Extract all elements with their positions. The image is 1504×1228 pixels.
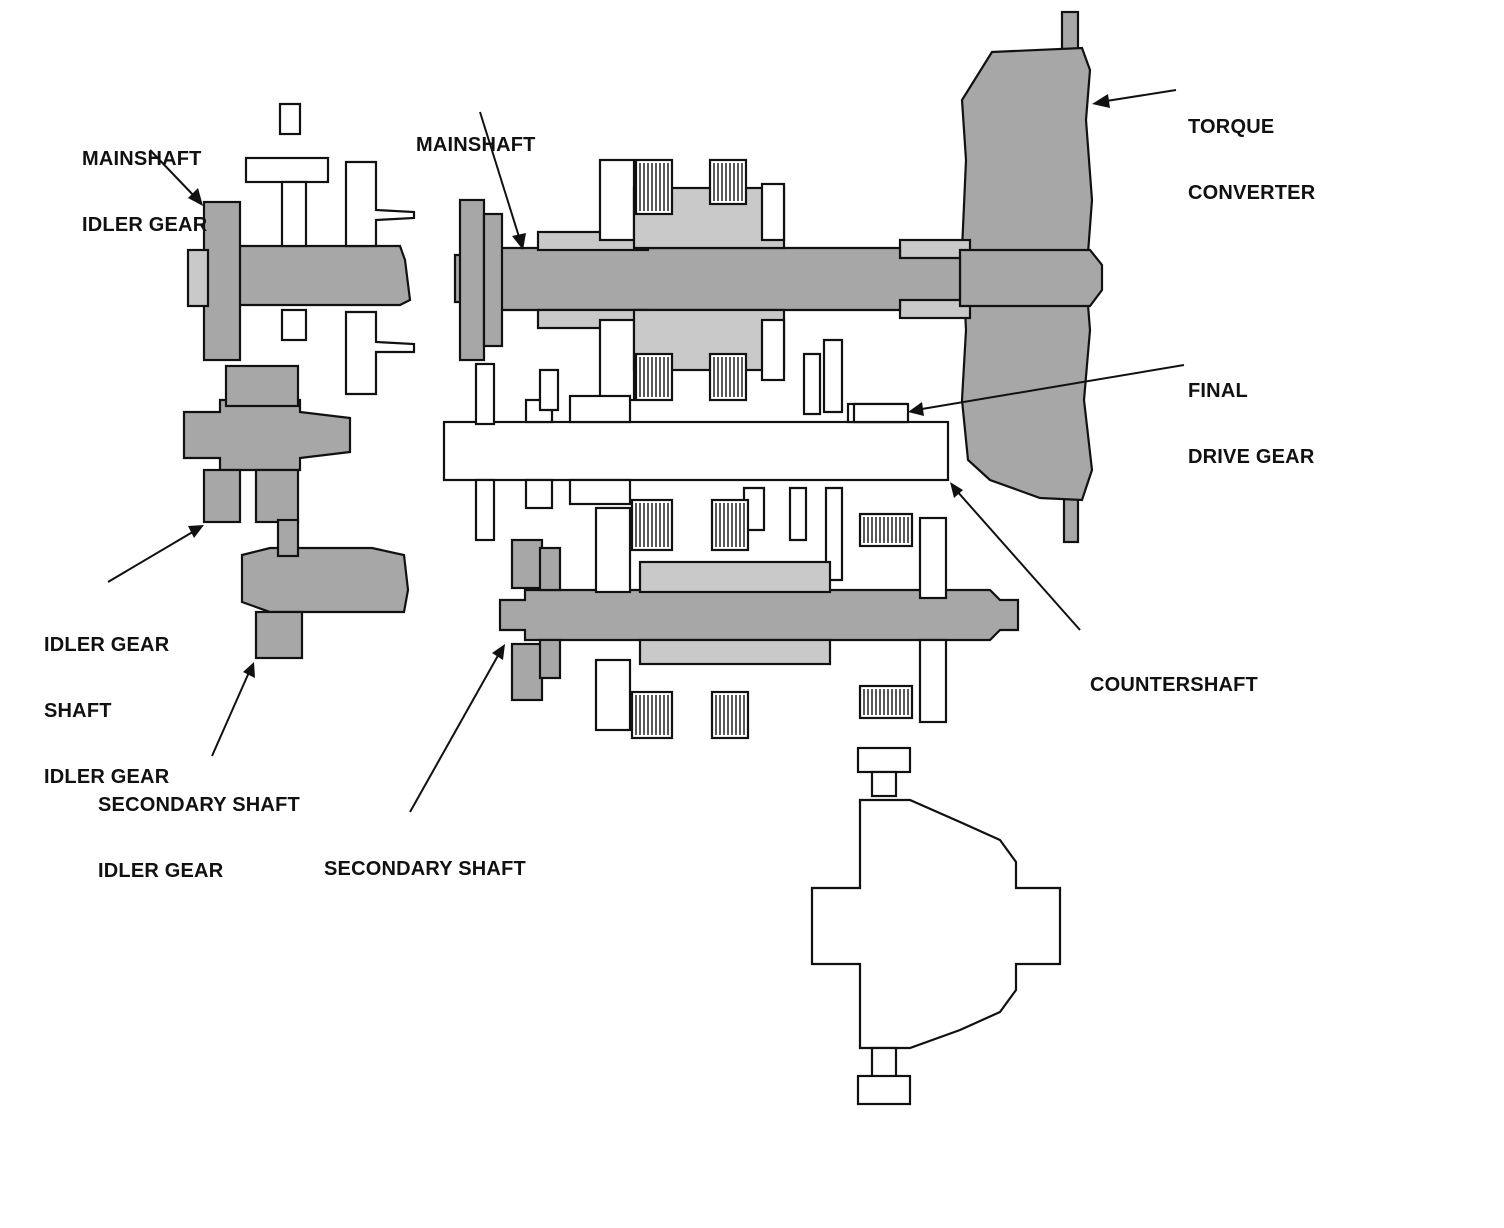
label-idler-gear-shaft-idler-gear: IDLER GEAR SHAFT IDLER GEAR	[44, 634, 170, 788]
label-secondary-shaft-idler-gear: SECONDARY SHAFT IDLER GEAR	[98, 794, 300, 882]
label-mainshaft: MAINSHAFT	[416, 134, 536, 156]
mainshaft-clutch-pack-4	[708, 352, 748, 402]
countershaft-clutch-packs	[630, 498, 914, 552]
secondary-shaft-idler-gear	[240, 518, 410, 660]
countershaft-clutch-pack-2	[710, 498, 750, 552]
leader-arrows	[107, 89, 1185, 813]
final-drive-gear	[852, 402, 910, 424]
secondary-shaft-clutch-pack-2	[710, 690, 750, 740]
secondary-shaft	[498, 506, 1020, 732]
label-final-drive-gear: FINAL DRIVE GEAR	[1188, 380, 1315, 468]
mainshaft-idler-gear	[186, 200, 412, 362]
label-mainshaft-idler-gear: MAINSHAFT IDLER GEAR	[82, 148, 208, 236]
label-torque-converter: TORQUE CONVERTER	[1188, 116, 1316, 204]
countershaft	[442, 338, 950, 582]
secondary-shaft-clutch-packs	[630, 684, 914, 740]
mainshaft-clutch-pack-2	[708, 158, 748, 206]
mainshaft	[453, 158, 962, 402]
mainshaft-clutch-pack-1	[634, 158, 674, 216]
label-countershaft: COUNTERSHAFT	[1090, 674, 1258, 696]
differential-assembly	[810, 746, 1062, 1106]
label-secondary-shaft: SECONDARY SHAFT	[324, 858, 526, 880]
idler-gear-shaft	[182, 364, 352, 524]
mainshaft-clutch-pack-3	[634, 352, 674, 402]
mainshaft-clutch-packs	[634, 158, 748, 402]
left-upper-gear-assembly	[244, 102, 416, 396]
